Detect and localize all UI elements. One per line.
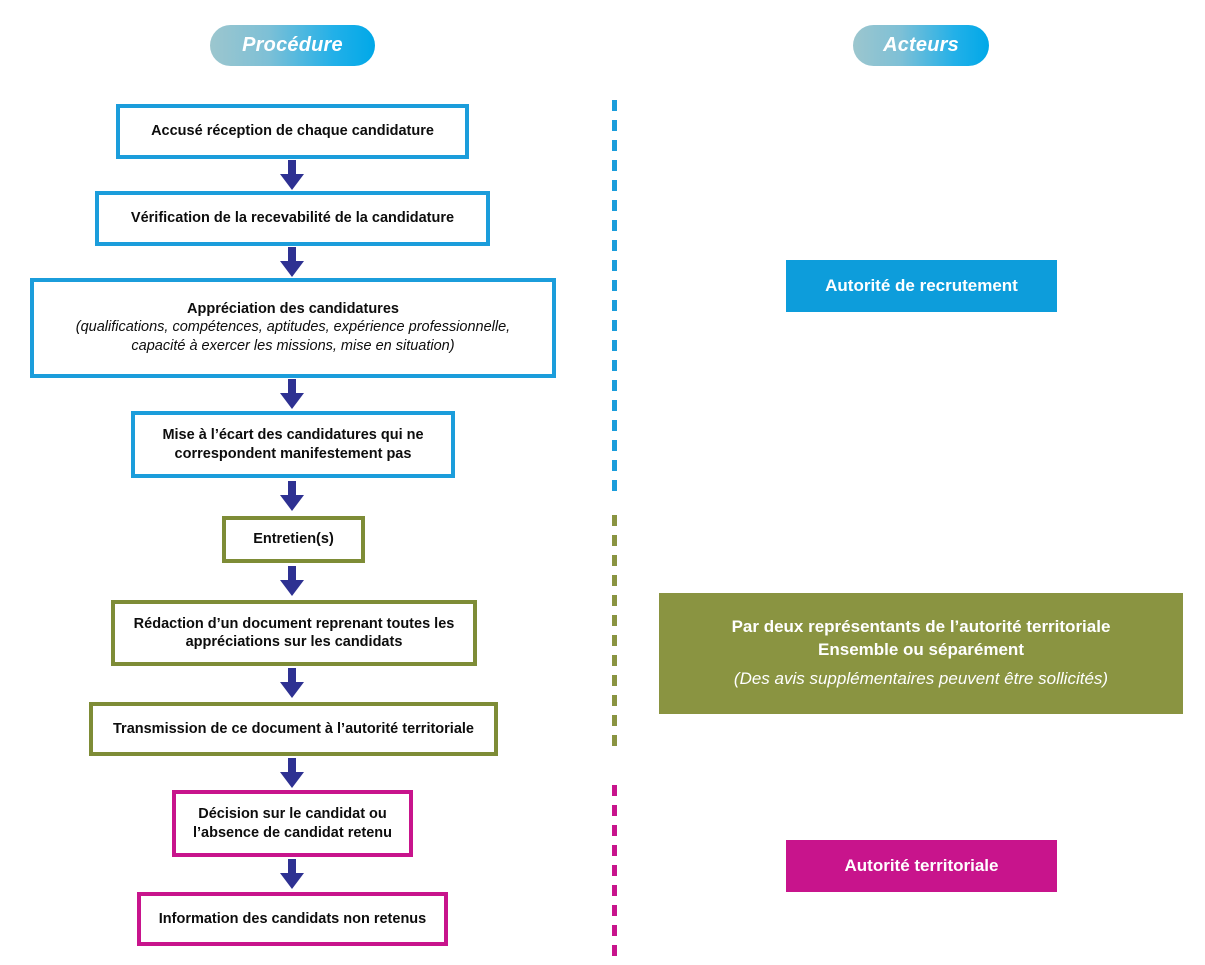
flow-node-title: Transmission de ce document à l’autorité… — [113, 720, 474, 737]
flow-node-appreciation-candidatures: Appréciation des candidatures (qualifica… — [30, 278, 556, 378]
down-arrow-icon — [279, 758, 305, 788]
column-header-procedure: Procédure — [210, 25, 375, 66]
actor-deux-representants: Par deux représentants de l’autorité ter… — [659, 593, 1183, 714]
flow-node-accuse-reception: Accusé réception de chaque candidature — [116, 104, 469, 159]
actor-autorite-de-recrutement: Autorité de recrutement — [786, 260, 1057, 312]
down-arrow-icon — [279, 859, 305, 889]
down-arrow-icon — [279, 379, 305, 409]
divider-pink — [612, 785, 617, 956]
flow-node-title: Rédaction d’un document reprenant toutes… — [133, 615, 455, 650]
flow-node-title: Vérification de la recevabilité de la ca… — [130, 210, 455, 227]
flow-node-title: Mise à l’écart des candidatures qui ne c… — [162, 427, 424, 462]
flow-node-decision-candidat: Décision sur le candidat ou l’absence de… — [172, 790, 413, 857]
actor-note: (Des avis supplémentaires peuvent être s… — [733, 669, 1109, 689]
actor-label-line-1: Par deux représentants de l’autorité ter… — [731, 617, 1111, 637]
down-arrow-icon — [279, 481, 305, 511]
flow-node-title: Entretien(s) — [253, 531, 334, 548]
divider-blue — [612, 100, 617, 510]
column-header-acteurs: Acteurs — [853, 25, 989, 66]
flow-node-subtitle-line-1: (qualifications, compétences, aptitudes,… — [75, 319, 511, 336]
flow-node-title: Accusé réception de chaque candidature — [151, 123, 434, 140]
down-arrow-icon — [279, 566, 305, 596]
flow-node-title: Décision sur le candidat ou l’absence de… — [192, 806, 393, 841]
down-arrow-icon — [279, 247, 305, 277]
flow-node-mise-a-lecart: Mise à l’écart des candidatures qui ne c… — [131, 411, 455, 478]
actor-label: Autorité de recrutement — [825, 275, 1018, 295]
flow-node-transmission-document: Transmission de ce document à l’autorité… — [89, 702, 498, 756]
actor-label: Autorité territoriale — [844, 855, 999, 875]
down-arrow-icon — [279, 160, 305, 190]
divider-olive — [612, 515, 617, 760]
flow-node-subtitle-line-2: capacité à exercer les missions, mise en… — [131, 338, 455, 355]
flow-node-entretiens: Entretien(s) — [222, 516, 365, 563]
flow-node-title: Information des candidats non retenus — [158, 910, 427, 927]
actor-autorite-territoriale: Autorité territoriale — [786, 840, 1057, 892]
down-arrow-icon — [279, 668, 305, 698]
actor-label-line-2: Ensemble ou séparément — [818, 639, 1024, 659]
flow-node-verification-recevabilite: Vérification de la recevabilité de la ca… — [95, 191, 490, 246]
flow-node-information-candidats: Information des candidats non retenus — [137, 892, 448, 946]
flow-node-redaction-document: Rédaction d’un document reprenant toutes… — [111, 600, 477, 666]
column-header-procedure-label: Procédure — [242, 34, 343, 56]
column-header-acteurs-label: Acteurs — [883, 34, 959, 56]
flow-node-title: Appréciation des candidatures — [187, 301, 399, 318]
